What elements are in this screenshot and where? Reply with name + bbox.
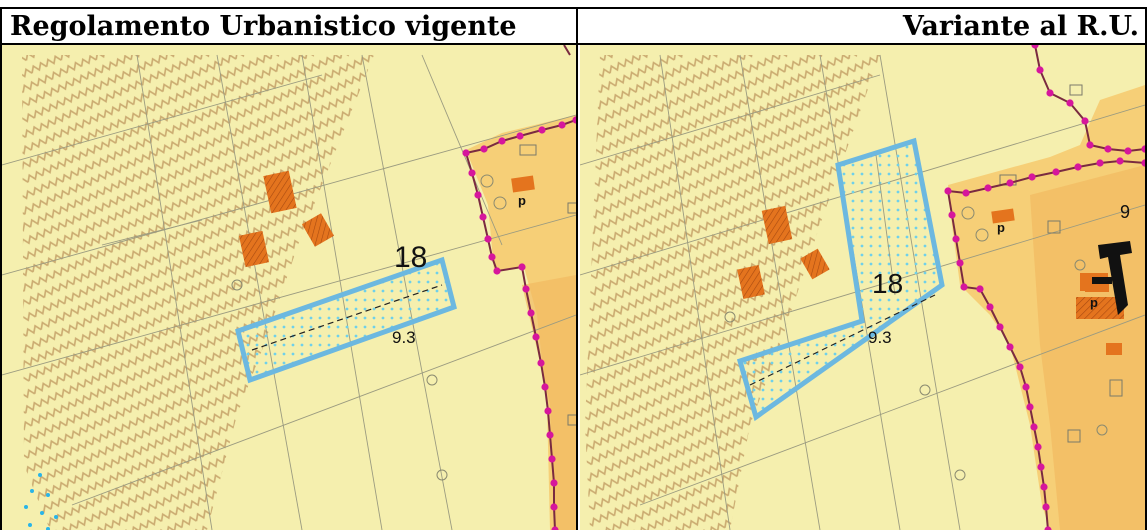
- boundary-dot: [996, 323, 1004, 331]
- spot-height-label: 9.3: [392, 328, 416, 347]
- boundary-dot: [1104, 145, 1112, 153]
- area-number-label: 18: [394, 241, 427, 274]
- boundary-dot: [956, 259, 964, 267]
- boundary-dot: [527, 309, 535, 317]
- buildings: [238, 144, 576, 426]
- boundary-dot: [544, 407, 552, 415]
- map-variant-canvas[interactable]: p p 9 18 9.3: [580, 45, 1145, 530]
- boundary-dot: [498, 137, 506, 145]
- boundary-dot: [1006, 179, 1014, 187]
- boundary-dot: [572, 116, 576, 124]
- boundary-dot: [1141, 145, 1145, 153]
- boundary-dot: [1031, 45, 1039, 49]
- boundary-dot: [1124, 147, 1132, 155]
- boundary-dot: [1026, 403, 1034, 411]
- boundary-dot: [522, 285, 530, 293]
- boundary-dot: [962, 189, 970, 197]
- boundary-dot: [1040, 483, 1048, 491]
- boundary-dot: [1046, 89, 1054, 97]
- boundary-dot: [1030, 423, 1038, 431]
- boundary-dots: [462, 116, 576, 530]
- boundary-dot: [532, 333, 540, 341]
- boundary-dot: [484, 235, 492, 243]
- boundary-dot: [558, 121, 566, 129]
- boundary-dot: [944, 187, 952, 195]
- boundary-dot: [960, 283, 968, 291]
- boundary-dot: [516, 132, 524, 140]
- boundary-dot: [1028, 173, 1036, 181]
- boundary-dot: [468, 169, 476, 177]
- boundary-dot: [1052, 168, 1060, 176]
- boundary-dot: [541, 383, 549, 391]
- boundary-dot: [548, 455, 556, 463]
- boundary-dot: [550, 479, 558, 487]
- left-map-title: Regolamento Urbanistico vigente: [0, 7, 578, 45]
- area-number-label: 18: [872, 268, 903, 299]
- boundary-dot: [1141, 159, 1145, 167]
- boundary-dot: [1044, 526, 1052, 530]
- boundary-dot: [1034, 443, 1042, 451]
- spot-height-label: 9.3: [868, 328, 892, 347]
- right-map-title: Variante al R.U.: [578, 7, 1147, 45]
- boundary-dot: [462, 149, 470, 157]
- boundary-dot: [538, 126, 546, 134]
- boundary-dot: [551, 526, 559, 530]
- black-building: [1098, 241, 1132, 315]
- boundary-dot: [1116, 157, 1124, 165]
- boundary-dot: [984, 184, 992, 192]
- planned-area-18[interactable]: [235, 256, 457, 384]
- planned-area-inner-line: [749, 294, 936, 386]
- boundary-dot: [479, 213, 487, 221]
- boundary-dot: [1081, 117, 1089, 125]
- map-variant[interactable]: p p 9 18 9.3: [580, 45, 1147, 530]
- boundary-dot: [1042, 503, 1050, 511]
- boundary-dot: [480, 145, 488, 153]
- boundary-dot: [1006, 343, 1014, 351]
- header-row: Regolamento Urbanistico vigente Variante…: [0, 7, 1147, 45]
- map-current-plan[interactable]: p 18 9.3: [0, 45, 578, 530]
- boundary-dot: [488, 253, 496, 261]
- boundary-dot: [976, 285, 984, 293]
- boundary-dot: [1066, 99, 1074, 107]
- boundary-dot: [537, 359, 545, 367]
- boundary-dot: [1096, 159, 1104, 167]
- boundary-dot: [986, 303, 994, 311]
- boundary-dot: [952, 235, 960, 243]
- boundary-dot: [546, 431, 554, 439]
- boundary-dot: [1036, 66, 1044, 74]
- boundary-dot: [550, 503, 558, 511]
- boundary-dots: [944, 45, 1145, 530]
- boundary-dot: [1086, 141, 1094, 149]
- boundary-dot: [1022, 383, 1030, 391]
- building-label: p: [997, 220, 1005, 235]
- municipal-boundary: [563, 45, 571, 56]
- boundary-dot: [518, 263, 526, 271]
- map-current-plan-canvas[interactable]: p 18 9.3: [2, 45, 576, 530]
- boundary-dot: [948, 211, 956, 219]
- hatched-band: [585, 55, 880, 530]
- boundary-dot: [474, 191, 482, 199]
- tree-symbols: [724, 206, 1108, 481]
- planned-area-inner-line: [875, 154, 896, 296]
- tree-symbols: [231, 174, 507, 481]
- planned-area-18[interactable]: [736, 137, 945, 422]
- boundary-dot: [493, 267, 501, 275]
- planned-area-inner-line: [251, 284, 443, 351]
- building-label: p: [518, 193, 526, 208]
- building-label: p: [1090, 295, 1098, 310]
- boundary-dot: [1016, 363, 1024, 371]
- buildings: [737, 84, 1124, 443]
- boundary-dot: [1037, 463, 1045, 471]
- black-building-small: [1092, 277, 1112, 284]
- lower-left-dots: [24, 473, 58, 530]
- edge-number-label: 9: [1120, 202, 1130, 222]
- boundary-dot: [1074, 163, 1082, 171]
